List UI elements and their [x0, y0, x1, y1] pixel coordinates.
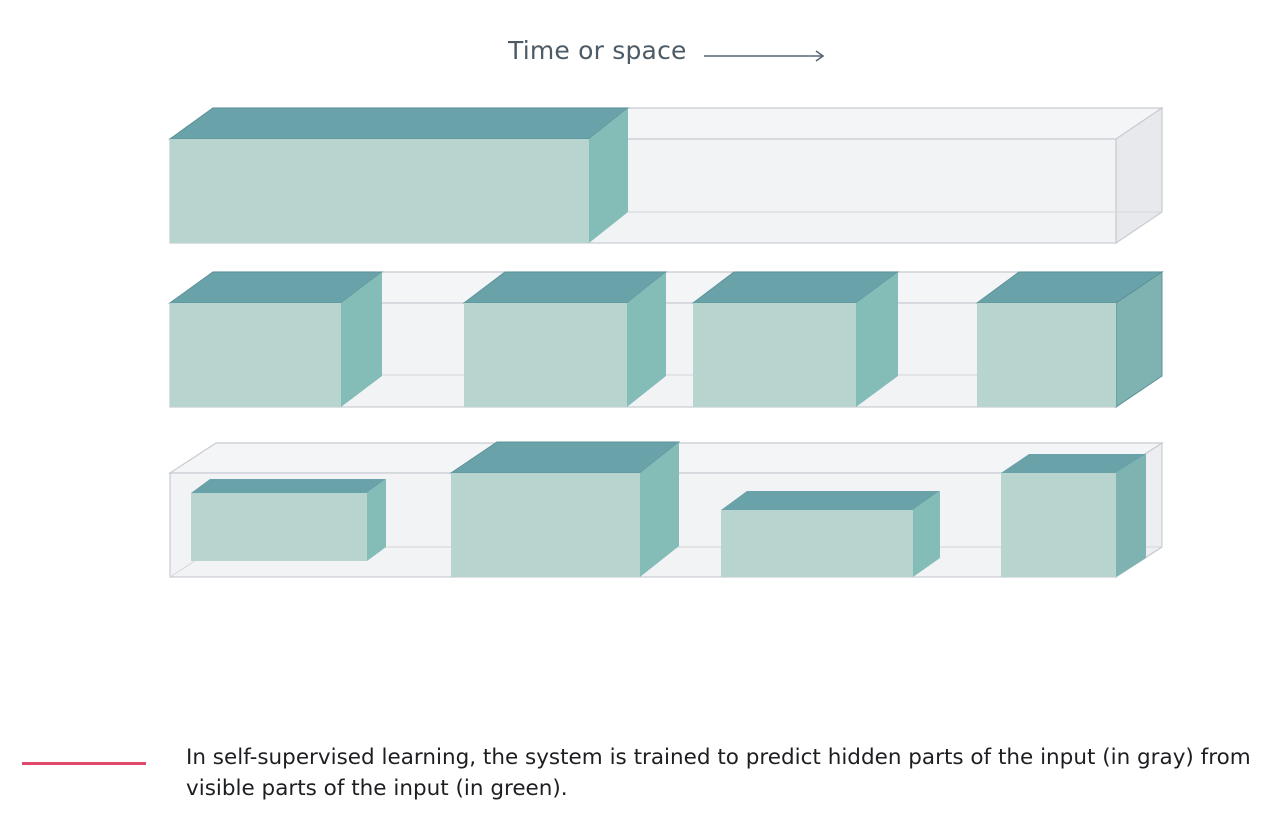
visible-block-4 — [1001, 454, 1146, 577]
visible-block-2 — [462, 271, 668, 407]
arrow-right-icon — [704, 50, 825, 62]
caption-legend-line — [22, 762, 146, 765]
visible-block-3 — [721, 491, 940, 577]
visible-block-4 — [975, 271, 1164, 408]
visible-block-1 — [191, 479, 386, 561]
masking-diagram — [167, 106, 1165, 579]
row-3-random-mask — [167, 441, 1165, 579]
caption-text: In self-supervised learning, the system … — [186, 745, 1251, 801]
axis-label: Time or space — [508, 36, 687, 65]
visible-block-2 — [449, 441, 681, 577]
row-1-contiguous-mask — [168, 106, 1164, 245]
row-2-alternating-mask — [168, 271, 1164, 408]
visible-block-1 — [168, 271, 384, 407]
visible-region — [168, 107, 630, 243]
visible-block-3 — [691, 271, 900, 407]
